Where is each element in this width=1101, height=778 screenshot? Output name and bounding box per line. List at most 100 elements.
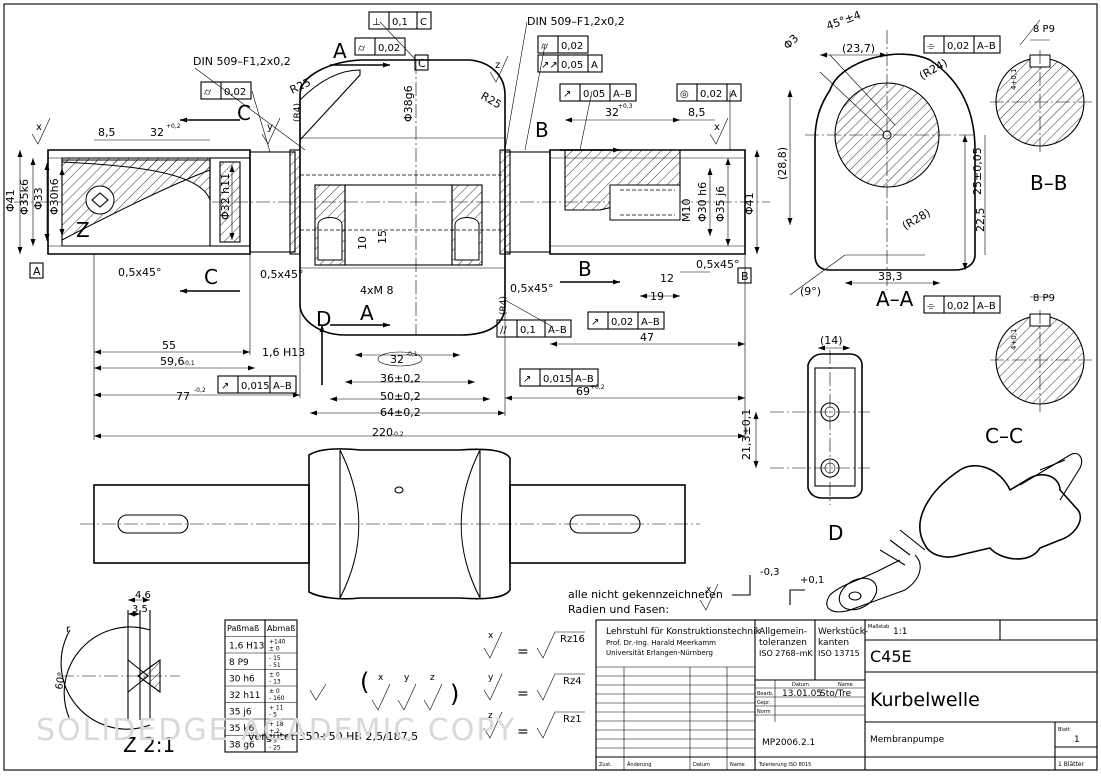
tolerance-symbol: ↗ (221, 381, 229, 392)
tb-blatter: 1 Blätter (1058, 761, 1085, 768)
surface-mark-x-2: x (714, 122, 720, 133)
dim-chamfer-left: 0,5x45° (118, 266, 162, 279)
dim-chamfer-mid: 0,5x45° (260, 268, 304, 281)
datum-b: B (741, 270, 749, 283)
fits-table-fit: 30 h6 (229, 675, 255, 685)
datum-b-box (737, 267, 752, 284)
tolerance-datum: A (730, 89, 737, 100)
fits-table-deviation: ± 0 (269, 646, 280, 653)
tolerance-frame: ⌯ 0,02 A–B (923, 35, 1001, 54)
tolerance-value: 0,05 (561, 60, 583, 71)
legend-eq-1: = (517, 644, 529, 660)
fits-table-deviation: +140 (269, 639, 286, 646)
dim-m10: M10 (680, 199, 693, 223)
bracket-z: z (430, 673, 435, 683)
legend-eq-2: = (517, 686, 529, 702)
dim-220: 220 (372, 426, 393, 439)
dim-d33: Φ33 (32, 187, 45, 210)
aa-r24: (R24) (917, 56, 950, 82)
tolerance-value: 0,1 (520, 325, 536, 336)
fits-table-fit: 32 h11 (229, 691, 260, 701)
tb-assembly: Membranpumpe (870, 735, 945, 745)
dim-77: 77 (176, 390, 190, 403)
legend-x: x (488, 631, 494, 641)
legend-rz16: Rz16 (560, 634, 585, 645)
dim-69: 69 (576, 385, 590, 398)
radien-surface-x: x (706, 585, 712, 595)
tolerance-value: 0,015 (241, 381, 270, 392)
tb-tolerierung: Tolerierung ISO 8015 (758, 762, 811, 768)
dim-d30h6-right: Φ30 h6 (696, 182, 709, 222)
tolerance-datum: A–B (273, 381, 292, 392)
tb-allg2: toleranzen (759, 638, 807, 648)
dim-59-6: 59,6 (160, 355, 185, 368)
fits-table-deviation: - 9 (269, 738, 277, 745)
dim-chamfer-right-b: 0,5x45° (696, 258, 740, 271)
fits-table-deviation: - 5 (269, 712, 277, 719)
section-a-bottom: A (360, 301, 374, 325)
cc-key: 8 P9 (1033, 293, 1055, 304)
aa-25: 25±0,05 (971, 147, 984, 195)
dim-d35k6: Φ35k6 (18, 179, 31, 215)
tol-69: +0,2 (590, 384, 605, 391)
bb-depth: 4+0,1 (1010, 69, 1018, 90)
fits-table-deviation: - 13 (269, 679, 281, 686)
dim-32-right: 32 (605, 106, 619, 119)
legend-rz4: Rz4 (563, 676, 582, 687)
dim-r4-left: (R4) (293, 103, 303, 122)
tolerance-value: 0,02 (947, 41, 969, 52)
dim-chamfer-right-a: 0,5x45° (510, 282, 554, 295)
bracket-x: x (378, 673, 384, 683)
watermark: SOLIDEDGE ACADEMIC COPY (36, 713, 516, 748)
tolerance-value: 0,02 (611, 317, 633, 328)
tolerance-datum: A–B (977, 41, 996, 52)
tolerance-value: 0,02 (700, 89, 722, 100)
tol-77: -0,2 (194, 387, 206, 394)
notes: alle nicht gekennzeichneten Radien und F… (248, 567, 824, 743)
tb-blatt-label: Blatt (1058, 727, 1070, 733)
dim-thread: 4xM 8 (360, 284, 394, 297)
sheet-border (3, 3, 1098, 771)
surface-mark-x-1: x (36, 122, 42, 133)
tolerance-symbol: ↗↗ (541, 60, 558, 71)
d-14: (14) (820, 334, 843, 347)
bracket-y: y (404, 673, 410, 683)
fits-table-deviation: + 18 (269, 721, 284, 728)
aa-d3: Φ3 (781, 32, 801, 52)
tol-220: -0,2 (392, 431, 404, 438)
dim-depth-10: 10 (356, 236, 369, 250)
fits-table-deviation: + 2 (269, 728, 280, 735)
dim-d32h11: Φ32 h11 (219, 173, 232, 220)
fits-table-deviation: ± 0 (269, 688, 280, 695)
dim-1-6: 1,6 H13 (262, 346, 305, 359)
view-z-label: Z (76, 218, 90, 242)
section-b-top: B (535, 118, 549, 142)
dim-12: 12 (660, 272, 674, 285)
tolerance-datum: C (420, 17, 427, 28)
dim-d38g6: Φ38g6 (402, 85, 415, 122)
d-21-3: 21,3±0,1 (740, 409, 753, 460)
note-radien-1: alle nicht gekennzeichneten (568, 588, 723, 601)
tb-bearb-label: Bearb. (757, 691, 774, 697)
tb-norm-label: Norm (757, 709, 771, 715)
dim-32-mid-frame (377, 351, 423, 367)
dim-36: 36±0,2 (380, 372, 421, 385)
title-block: Lehrstuhl für Konstruktionstechnik Prof.… (595, 619, 1098, 771)
tolerance-symbol: ⌭ (358, 43, 366, 54)
dim-32-mid: 32 (390, 353, 404, 366)
elevation-view (80, 448, 700, 600)
tolerance-symbol: ⌯ (927, 41, 935, 52)
tb-allg3: ISO 2768–mK (759, 649, 813, 658)
tol-59-6: -0,1 (183, 360, 195, 367)
dim-8-5-right: 8,5 (688, 106, 706, 119)
tolerance-symbol: ◎ (680, 89, 689, 100)
tolerance-symbol: ⌯ (927, 301, 935, 312)
tb-werk3: ISO 13715 (818, 649, 860, 658)
